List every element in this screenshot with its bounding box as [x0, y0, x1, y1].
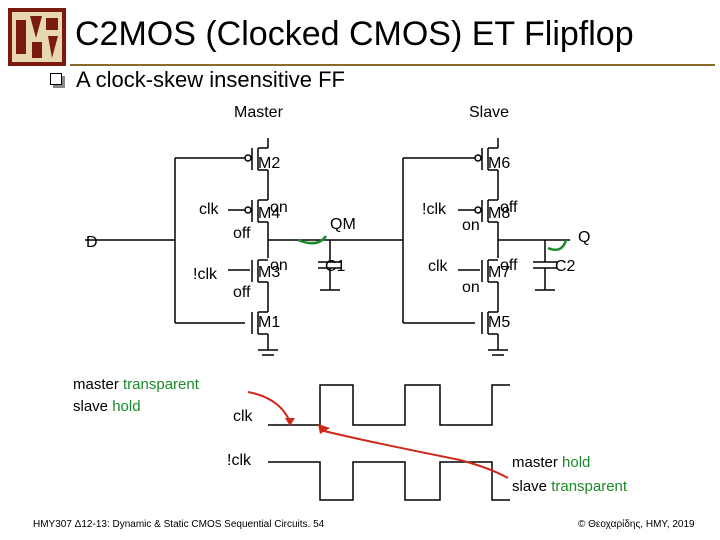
left-red-arrow: [247, 391, 291, 423]
bullet-icon: [50, 73, 65, 88]
right-red-arrow: [319, 429, 509, 479]
footer-right: © Θεοχαρίδης, HMY, 2019: [578, 519, 695, 530]
master-label: Master: [234, 104, 283, 121]
c1-label: C1: [325, 258, 346, 275]
left-note-transparent: transparent: [123, 376, 199, 393]
m7-off-label: off: [500, 257, 518, 274]
c2-label: C2: [555, 258, 576, 275]
timing-clk-label: clk: [233, 408, 253, 425]
footer-left: HMY307 Δ12-13: Dynamic & Static CMOS Seq…: [33, 519, 325, 530]
q-label: Q: [578, 229, 591, 246]
m1-label: M1: [258, 314, 281, 331]
m4-on-label: on: [270, 199, 288, 216]
slave-clk-label: clk: [428, 258, 448, 275]
m4-label: M4: [258, 205, 281, 222]
page-title: C2MOS (Clocked CMOS) ET Flipflop: [75, 15, 634, 53]
m7-on-label: on: [462, 279, 480, 296]
timing-nclk-label: !clk: [227, 452, 251, 469]
clk-waveform: [268, 384, 510, 426]
nclk-waveform: [268, 461, 510, 501]
left-note-master: master: [73, 376, 124, 393]
m4-off-label: off: [233, 225, 251, 242]
right-note-master: master: [512, 454, 563, 471]
slave-label: Slave: [469, 104, 510, 121]
d-label: D: [86, 234, 98, 251]
left-note-slave: slave: [73, 398, 113, 415]
m7-label: M7: [488, 264, 511, 281]
right-note-hold: hold: [562, 454, 591, 471]
m6-label: M6: [488, 155, 511, 172]
m8-off-label: off: [500, 199, 518, 216]
m3-label: M3: [258, 264, 281, 281]
m8-label: M8: [488, 205, 511, 222]
left-note-hold: hold: [112, 398, 141, 415]
right-note-transparent: transparent: [551, 478, 628, 495]
slave-nclk-label: !clk: [422, 201, 446, 218]
left-note: master transparent slave hold: [73, 374, 199, 418]
master-nclk-label: !clk: [193, 266, 217, 283]
university-logo: [8, 8, 66, 66]
qm-arrow: [297, 235, 328, 245]
m8-on-label: on: [462, 217, 480, 234]
qm-label: QM: [330, 216, 356, 233]
q-arrow: [547, 239, 568, 251]
m3-on-label: on: [270, 257, 288, 274]
m5-label: M5: [488, 314, 511, 331]
m3-off-label: off: [233, 284, 251, 301]
right-note: master hold slave transparent: [512, 451, 627, 499]
right-note-slave: slave: [512, 478, 552, 495]
m2-label: M2: [258, 155, 281, 172]
title-divider: [70, 64, 715, 66]
master-clk-label: clk: [199, 201, 219, 218]
subtitle: A clock-skew insensitive FF: [76, 67, 345, 92]
